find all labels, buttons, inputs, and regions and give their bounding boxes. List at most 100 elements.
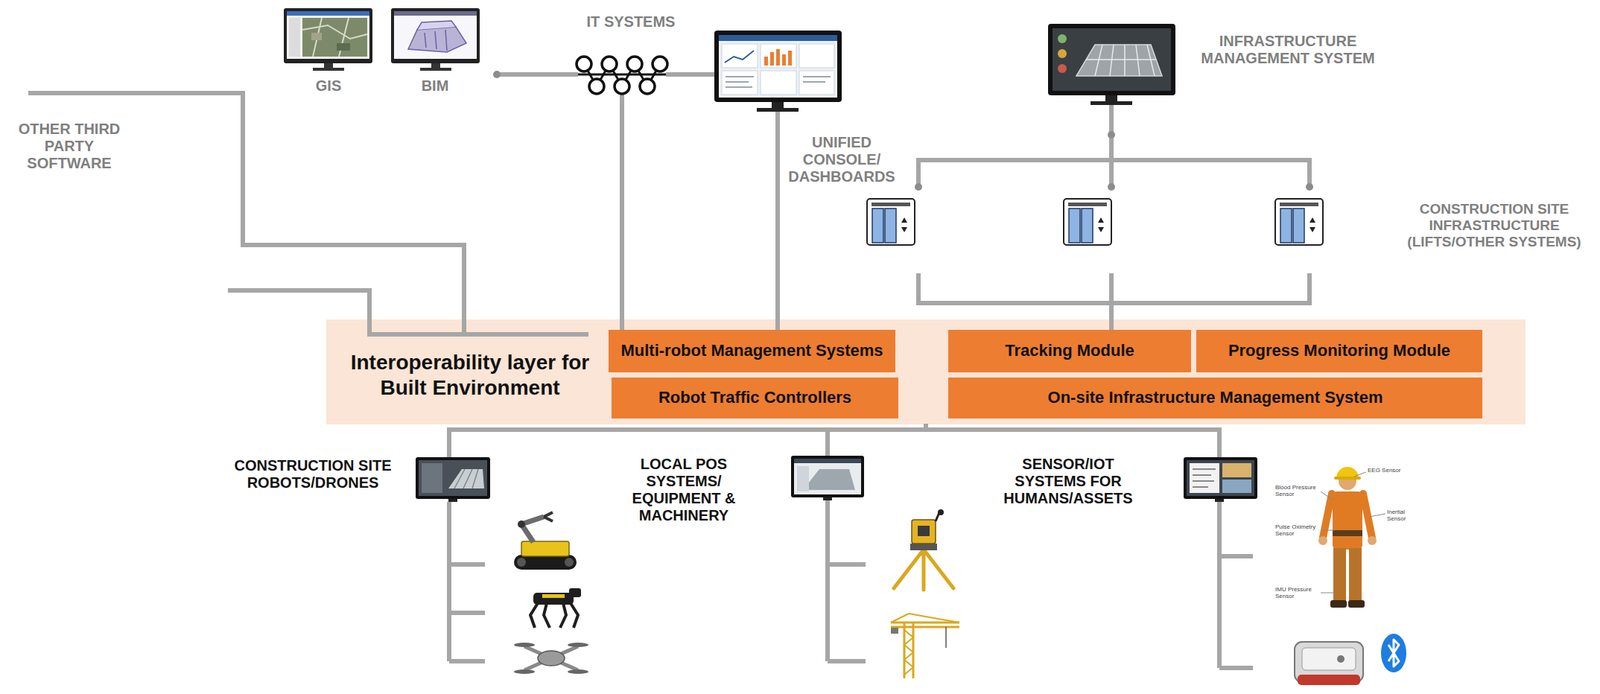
wire <box>446 502 452 662</box>
wire <box>28 74 1310 669</box>
gis-monitor <box>302 17 368 57</box>
total-station <box>893 509 954 590</box>
module-box: On-site Infrastructure Management System <box>948 377 1483 419</box>
dashboard-monitor <box>770 52 774 66</box>
robot-dog <box>542 594 565 599</box>
lift-icon <box>1309 217 1316 233</box>
wire <box>227 290 589 335</box>
dashboard-monitor <box>760 70 797 95</box>
infrastructure-monitor <box>1076 44 1163 76</box>
wire <box>619 93 625 330</box>
lift-icon <box>867 198 1323 246</box>
lift-icon <box>1293 208 1305 243</box>
equipment-monitor <box>794 458 862 464</box>
worker-figure <box>1348 600 1365 608</box>
network-hub-icon <box>576 56 668 94</box>
section-label: INFRASTRUCTURE MANAGEMENT SYSTEM <box>1190 32 1386 68</box>
gis-monitor <box>302 17 368 57</box>
sensor-leader-line <box>1354 472 1367 477</box>
worker-figure <box>1333 548 1346 602</box>
wire <box>496 72 579 77</box>
wire <box>1217 502 1222 669</box>
module-label: On-site Infrastructure Management System <box>1048 388 1384 407</box>
wire <box>918 273 1310 304</box>
sensor-tag <box>1294 642 1364 686</box>
band-title: Interoperability layer for Built Environ… <box>332 350 608 400</box>
worker-figure <box>1332 491 1363 550</box>
module-label: Tracking Module <box>1004 341 1135 360</box>
bim-monitor <box>391 8 480 71</box>
total-station <box>937 509 944 516</box>
dashboard-monitor <box>718 35 838 41</box>
section-label: SENSOR/IOT SYSTEMS FOR HUMANS/ASSETS <box>991 455 1145 508</box>
tracked-robot-arm <box>543 512 553 522</box>
total-station <box>911 519 936 544</box>
worker-figure <box>1367 536 1377 546</box>
sensor-label: Pulse Oximetry Sensor <box>1275 524 1320 538</box>
tracked-robot-arm <box>513 512 577 570</box>
tower-crane <box>890 621 960 625</box>
wire <box>665 72 715 77</box>
drone <box>537 651 565 666</box>
wire-dot <box>1305 183 1314 191</box>
robot-dog <box>530 588 582 628</box>
drone <box>513 642 589 675</box>
dashboard-monitor <box>764 56 768 66</box>
tower-crane <box>912 622 915 679</box>
lift-icon <box>1068 208 1081 243</box>
module-label: Progress Monitoring Module <box>1228 341 1451 360</box>
sensor-leader-line <box>1369 513 1386 517</box>
robots-monitor <box>415 457 491 503</box>
wire-dot <box>493 70 501 79</box>
infrastructure-monitor <box>1057 49 1067 59</box>
wire <box>825 429 830 458</box>
bim-monitor <box>394 11 477 59</box>
module-box: Multi-robot Management Systems <box>608 329 896 373</box>
robot-dog <box>530 603 579 628</box>
wire-dot <box>914 183 923 191</box>
infrastructure-monitor <box>1048 23 1176 106</box>
gis-monitor <box>324 63 333 68</box>
dashboard-monitor <box>760 43 797 68</box>
bim-monitor <box>408 26 467 53</box>
bim-monitor <box>424 29 447 51</box>
worker-figure <box>1332 530 1363 537</box>
bim-monitor <box>431 63 441 68</box>
sensor-monitor <box>1222 479 1252 494</box>
infrastructure-monitor <box>1048 23 1176 96</box>
sensor-monitor <box>1183 457 1258 500</box>
lift-icon <box>867 198 915 246</box>
lift-icon <box>1081 208 1093 243</box>
tracked-robot-arm <box>521 516 544 543</box>
bim-monitor <box>391 8 480 64</box>
dashboard-monitor <box>799 43 835 68</box>
dashboard-monitor <box>771 102 784 109</box>
drone <box>513 669 535 675</box>
lift-icon <box>1068 202 1107 207</box>
wire <box>827 562 866 567</box>
sensor-leader-line <box>1320 530 1335 532</box>
wire <box>449 659 485 664</box>
sensor-leader-line <box>1320 472 1386 593</box>
gis-monitor <box>336 43 351 51</box>
sensor-leader-line <box>1320 491 1334 501</box>
module-label: Multi-robot Management Systems <box>620 341 883 360</box>
tower-crane <box>890 626 960 629</box>
robots-monitor <box>448 499 458 503</box>
drone <box>513 642 535 648</box>
dashboard-monitor <box>782 54 786 66</box>
section-label: CONSTRUCTION SITE INFRASTRUCTURE (LIFTS/… <box>1401 201 1588 251</box>
gis-monitor <box>289 17 301 57</box>
gis-monitor <box>286 11 370 16</box>
wire <box>449 562 485 567</box>
total-station <box>910 543 938 551</box>
wire-dot <box>493 70 1314 191</box>
sensor-leader-line <box>1320 592 1335 594</box>
lift-icon <box>1097 217 1104 233</box>
sensor-tag <box>1302 648 1356 671</box>
lift-icon <box>1279 202 1319 207</box>
robots-monitor <box>415 457 491 500</box>
wire <box>1219 665 1253 671</box>
lift-icon <box>1275 198 1323 246</box>
drone <box>567 642 589 648</box>
